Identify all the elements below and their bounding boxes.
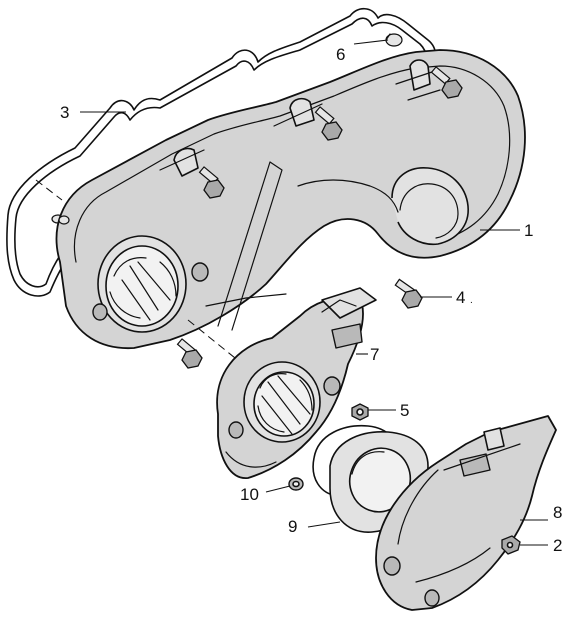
- alignment-line-a: [187, 319, 241, 363]
- callout-1: 1: [524, 221, 533, 240]
- bolt-4: [394, 278, 423, 309]
- callout-2: 2: [553, 536, 562, 555]
- alignment-line-b: [35, 179, 63, 201]
- cover-bolt-upper-right: [430, 66, 463, 99]
- nut-5: [351, 403, 369, 421]
- callout-4-dot: .: [470, 295, 473, 306]
- cover-bolt-left: [198, 166, 225, 199]
- callout-9: 9: [288, 517, 297, 536]
- cover-bolt-middle: [314, 106, 343, 141]
- callout-5: 5: [400, 401, 409, 420]
- callout-3: 3: [60, 103, 69, 122]
- dowel-pin: [385, 33, 403, 47]
- leader-lines: [80, 39, 548, 546]
- crankcase-cover-left: [55, 49, 526, 349]
- callout-7: 7: [370, 345, 379, 364]
- cover-bolt-bottom-left: [176, 338, 203, 369]
- outer-cover: [375, 415, 557, 611]
- inner-fan-housing: [216, 287, 377, 479]
- bolt-2: [501, 535, 521, 555]
- callout-6: 6: [336, 45, 345, 64]
- callout-10: 10: [240, 485, 259, 504]
- callout-8: 8: [553, 503, 562, 522]
- callout-4: 4: [456, 288, 465, 307]
- cover-gasket: [6, 7, 437, 297]
- washer-10: [288, 477, 304, 491]
- cover-bolt-group: [176, 33, 463, 369]
